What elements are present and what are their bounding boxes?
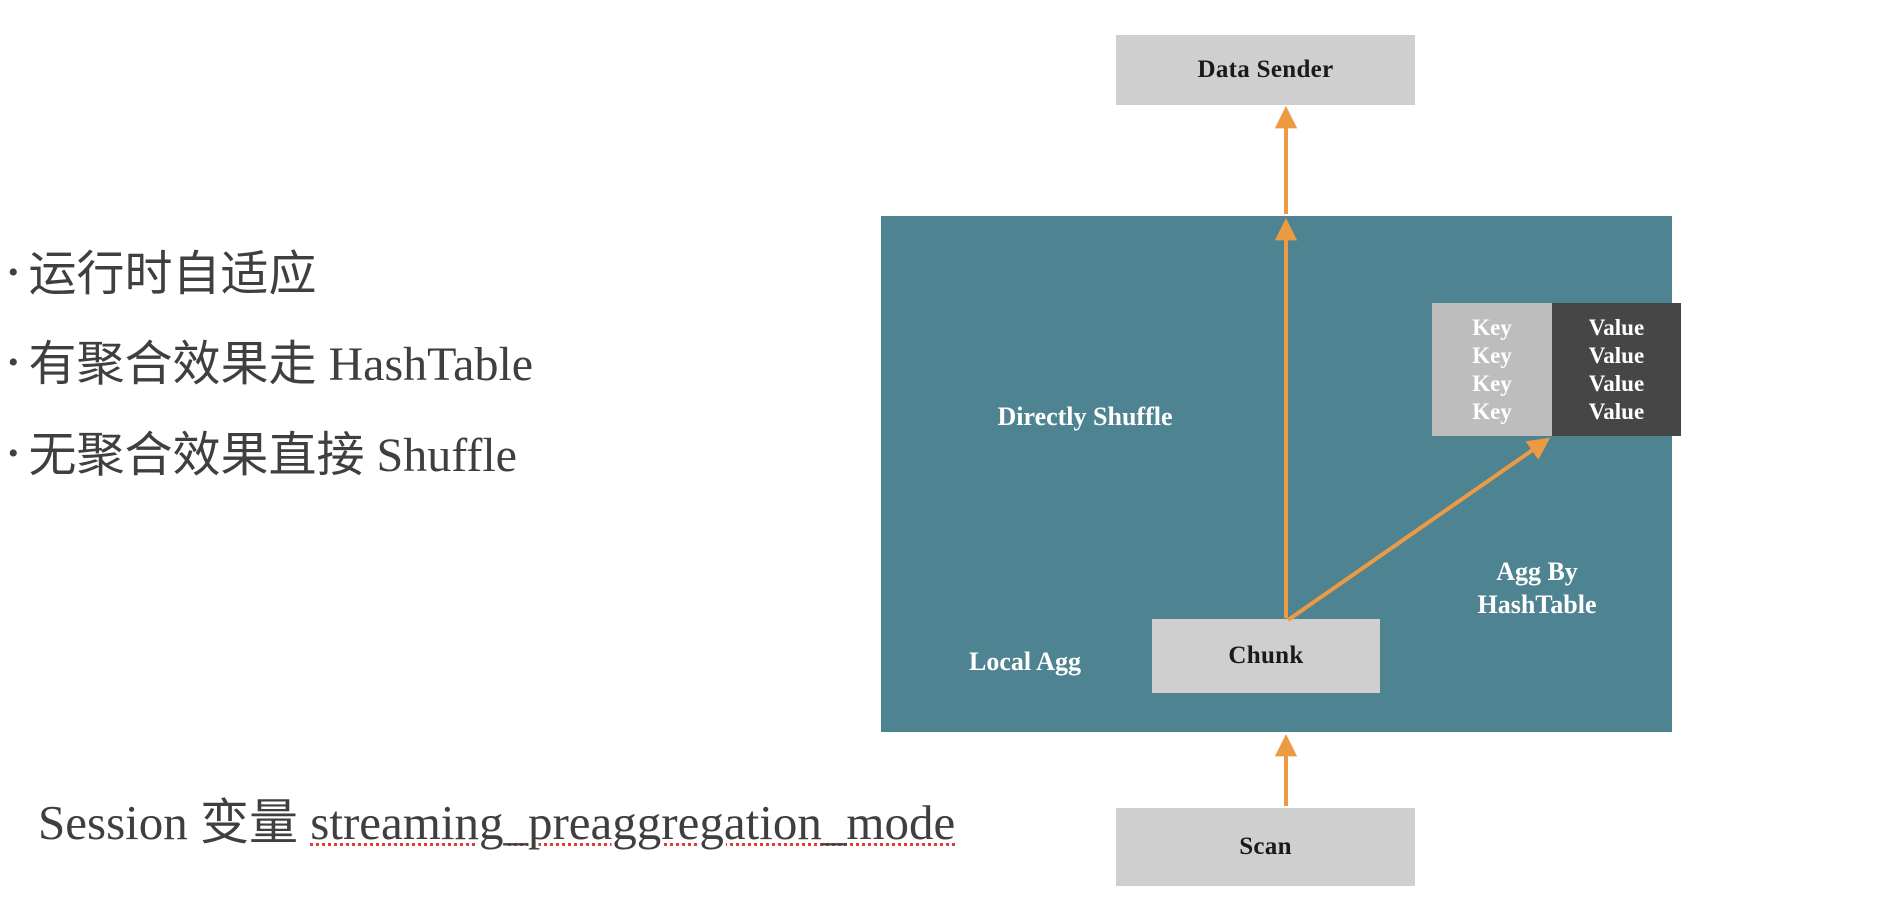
hashtable-visual: Key Key Key Key Value Value Value Value [1432, 303, 1681, 436]
agg-by-hashtable-label: Agg By HashTable [1477, 557, 1597, 620]
list-item: • 无聚合效果直接 Shuffle [8, 428, 828, 482]
hashtable-value-cell: Value [1588, 314, 1645, 340]
session-variable-name: streaming_preaggregation_mode [310, 795, 956, 850]
bullet-text: 运行时自适应 [28, 248, 317, 301]
list-item: • 运行时自适应 [8, 248, 828, 301]
chunk-label: Chunk [1228, 642, 1304, 669]
chunk-box: Chunk [1152, 619, 1380, 693]
directly-shuffle-label: Directly Shuffle [997, 402, 1173, 431]
data-sender-label: Data Sender [1197, 56, 1334, 83]
hashtable-value-cell: Value [1588, 342, 1645, 368]
scan-label: Scan [1239, 833, 1292, 860]
hashtable-key-column: Key Key Key Key [1432, 303, 1552, 436]
bullet-text: 有聚合效果走 HashTable [28, 338, 534, 392]
bullet-dot-icon: • [8, 346, 19, 380]
hashtable-key-cell: Key [1472, 371, 1512, 397]
hashtable-value-cell: Value [1588, 371, 1645, 397]
bullet-text: 无聚合效果直接 Shuffle [28, 428, 517, 482]
hashtable-key-cell: Key [1472, 314, 1512, 340]
bullet-dot-icon: • [8, 436, 19, 470]
data-sender-box: Data Sender [1116, 35, 1415, 105]
hashtable-key-cell: Key [1472, 342, 1512, 368]
bullet-list: • 运行时自适应 • 有聚合效果走 HashTable • 无聚合效果直接 Sh… [8, 248, 828, 521]
local-agg-label: Local Agg [969, 647, 1081, 676]
scan-box: Scan [1116, 808, 1415, 886]
hashtable-key-cell: Key [1472, 399, 1512, 425]
session-variable-note: Session 变量 streaming_preaggregation_mode [38, 797, 955, 848]
hashtable-value-cell: Value [1588, 399, 1645, 425]
list-item: • 有聚合效果走 HashTable [8, 338, 828, 392]
session-note-prefix: Session 变量 [38, 795, 311, 850]
bullet-dot-icon: • [8, 256, 19, 289]
hashtable-value-column: Value Value Value Value [1552, 303, 1681, 436]
